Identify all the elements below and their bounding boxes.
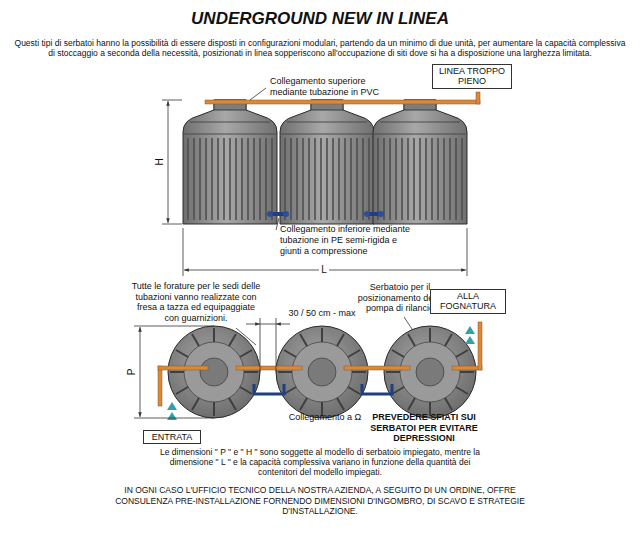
callout-text: Collegamento superiore mediante tubazion… <box>270 76 395 97</box>
box-text: ENTRATA <box>148 432 196 442</box>
note-text: Le dimensioni " P " e " H " sono soggett… <box>150 447 490 477</box>
callout-text: Collegamento inferiore mediante tubazion… <box>280 224 415 257</box>
callout-text: Tutte le forature per le sedi delle tuba… <box>130 281 262 323</box>
dimension-label: P <box>126 367 138 378</box>
omega-connection <box>254 384 392 394</box>
side-view-tanks <box>183 100 467 224</box>
dimension-label: 30 / 50 cm - max <box>277 308 367 319</box>
dimension-gap <box>246 318 290 372</box>
dimension-label: L <box>319 264 329 276</box>
callout-text: Collegamento a Ω <box>280 412 370 423</box>
outlet-box: ALLA FOGNATURA <box>430 289 506 314</box>
title: UNDERGROUND NEW IN LINEA <box>0 9 640 29</box>
outlet-box: LINEA TROPPO PIENO <box>432 64 512 89</box>
box-text: LINEA TROPPO PIENO <box>437 66 507 87</box>
plan-pipes <box>158 322 482 406</box>
warning-note: PREVEDERE SFIATI SUI SERBATOI PER EVITAR… <box>359 412 489 444</box>
dimension-label: H <box>154 156 166 167</box>
box-text: ALLA FOGNATURA <box>435 291 501 312</box>
note-text: IN OGNI CASO L'UFFICIO TECNICO DELLA NOS… <box>95 485 545 517</box>
dimension-p <box>134 326 214 418</box>
intro-text: Questi tipi di serbatoi hanno la possibi… <box>14 38 626 58</box>
inlet-box: ENTRATA <box>143 430 201 444</box>
bottom-pipe <box>267 211 384 217</box>
flow-arrows <box>167 326 475 420</box>
plan-view-tanks <box>168 326 476 418</box>
